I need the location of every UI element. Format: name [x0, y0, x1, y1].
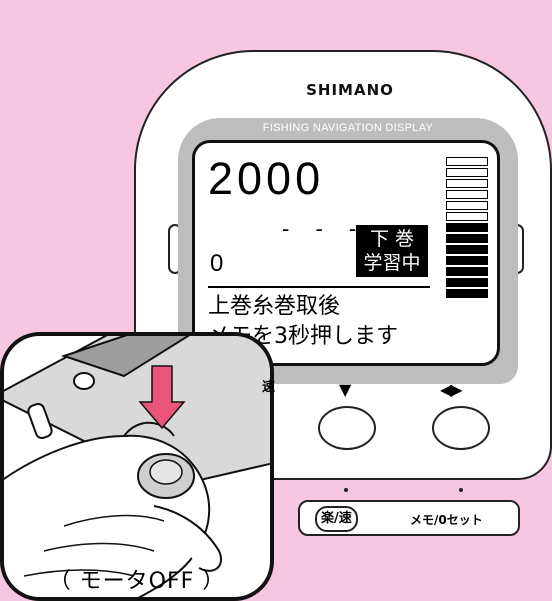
motor-off-inset	[0, 332, 274, 601]
level-bar-empty	[446, 179, 488, 188]
level-bar-empty	[446, 212, 488, 221]
memo-reset-label: メモ/0セット	[410, 513, 483, 527]
down-button[interactable]	[318, 406, 376, 450]
mode-badge-line2: 学習中	[363, 252, 421, 274]
display-label: FISHING NAVIGATION DISPLAY	[262, 122, 434, 134]
motor-off-caption: （ モータOFF ）	[48, 569, 226, 594]
secondary-readout: - - -	[282, 216, 367, 241]
left-right-button[interactable]	[432, 406, 490, 450]
level-bar-filled	[446, 223, 488, 232]
indicator-dot-right	[459, 488, 463, 492]
indicator-dot-left	[344, 488, 348, 492]
level-bar-filled	[446, 256, 488, 265]
left-right-arrow-label: ◀▶	[440, 380, 463, 399]
level-bar-filled	[446, 278, 488, 287]
raku-speed-label: 楽/速	[315, 506, 358, 532]
counter-readout: 0	[210, 250, 224, 277]
down-arrow-label: ▼	[339, 380, 352, 399]
level-bar-empty	[446, 157, 488, 166]
level-bar-filled	[446, 267, 488, 276]
level-meter	[446, 157, 488, 300]
button-press-illustration	[4, 336, 270, 597]
side-label-fragment: 速	[262, 380, 276, 395]
brand-logo: SHIMANO	[306, 81, 394, 99]
screen-divider	[208, 286, 430, 288]
level-bar-empty	[446, 201, 488, 210]
level-bar-filled	[446, 234, 488, 243]
level-bar-filled	[446, 289, 488, 298]
mode-badge: 下 巻 学習中	[356, 225, 428, 277]
level-bar-empty	[446, 168, 488, 177]
level-bar-filled	[446, 245, 488, 254]
depth-readout: 2000	[208, 153, 325, 204]
mode-badge-line1: 下 巻	[369, 228, 415, 250]
level-bar-empty	[446, 190, 488, 199]
message-line1: 上巻糸巻取後	[208, 294, 341, 319]
